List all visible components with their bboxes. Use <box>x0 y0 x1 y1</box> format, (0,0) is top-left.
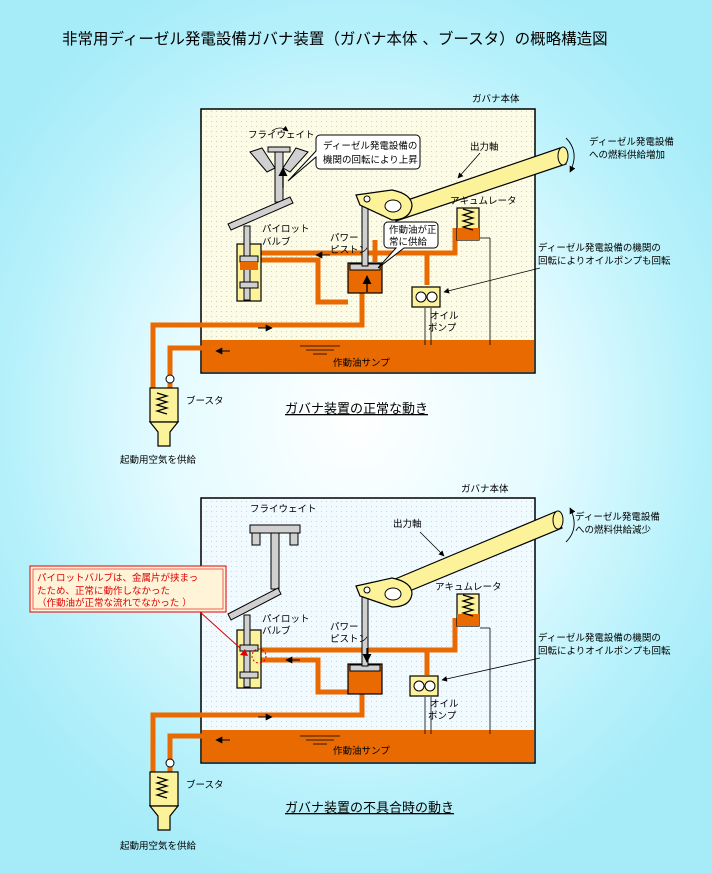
top-diagram: ガバナ本体 作動油サンプ <box>120 93 674 466</box>
power-piston-label-bottom-1: パワー <box>330 622 359 633</box>
oil-pump-label-top-2: ポンプ <box>428 323 457 334</box>
callout-rotation-top: ディーゼル発電設備の 機関の回転により上昇 <box>287 134 421 182</box>
callout-rotation-line-2: 機関の回転により上昇 <box>323 154 418 166</box>
oil-pipes-bottom <box>150 618 458 777</box>
diagram-title: 非常用ディーゼル発電設備ガバナ装置（ガバナ本体 、ブースタ）の概略構造図 <box>62 29 608 48</box>
metal-fragment <box>240 649 248 656</box>
air-label-bottom: 起動用空気を供給 <box>120 840 197 852</box>
bottom-diagram: ガバナ本体 作動油サンプ フライウェイト <box>29 483 671 852</box>
callout-oil-line-1: 作動油が正 <box>389 224 437 236</box>
oil-pump-top <box>411 286 441 308</box>
pump-note-bottom-2: 回転によりオイルポンプも回転 <box>538 646 671 657</box>
oil-sump-top <box>202 340 534 372</box>
fault-note-line-1: パイロットバルブは、金属片が挟まっ <box>37 572 198 584</box>
pilot-valve-label-bottom-1: パイロット <box>262 614 310 625</box>
flyweight-bottom <box>249 524 301 590</box>
oil-pump-bottom <box>409 675 439 697</box>
output-shaft-label-top: 出力軸 <box>470 141 499 153</box>
output-shaft-top <box>355 146 569 222</box>
fuel-label-bottom-2: への燃料供給減少 <box>575 524 652 536</box>
booster-top <box>148 374 180 447</box>
accumulator-bottom <box>456 593 480 627</box>
power-piston-bottom <box>347 589 383 695</box>
oil-sump-label-bottom: 作動油サンプ <box>333 745 390 757</box>
flyweight-label-bottom: フライウェイト <box>250 504 317 515</box>
fuel-label-top-2: への燃料供給増加 <box>589 149 665 161</box>
oil-pump-label-bottom-1: オイル <box>430 699 459 710</box>
lever-top <box>227 196 294 231</box>
pilot-valve-label-top-1: パイロット <box>262 224 310 235</box>
oil-pump-label-top-1: オイル <box>430 311 459 322</box>
lever-bottom <box>227 587 282 621</box>
governor-body-label-top: ガバナ本体 <box>472 93 520 105</box>
oil-pump-label-bottom-2: ポンプ <box>428 711 457 722</box>
flyweight-label-top: フライウェイト <box>248 130 315 141</box>
caption-top: ガバナ装置の正常な動き <box>285 402 428 417</box>
caption-bottom: ガバナ装置の不具合時の動き <box>285 801 454 816</box>
pilot-valve-fault-note: パイロットバルブは、金属片が挟まっ たため、正常に動作しなかった （作動油が正常… <box>29 565 227 613</box>
fuel-label-top-1: ディーゼル発電設備 <box>589 136 674 148</box>
booster-label-bottom: ブースタ <box>186 779 224 791</box>
accumulator-top <box>456 207 480 241</box>
oil-pipes-top <box>150 228 458 392</box>
pump-note-bottom-1: ディーゼル発電設備の機関の <box>538 632 661 644</box>
pilot-valve-label-top-2: バルブ <box>262 236 291 248</box>
accumulator-label-top: アキュムレータ <box>450 196 517 207</box>
pilot-valve-top <box>236 225 262 302</box>
pump-note-top-2: 回転によりオイルポンプも回転 <box>538 256 671 267</box>
output-shaft-label-bottom: 出力軸 <box>393 518 422 530</box>
power-piston-label-top-1: パワー <box>330 233 359 244</box>
callout-rotation-line-1: ディーゼル発電設備の <box>323 140 417 152</box>
oil-sump-bottom <box>202 730 534 762</box>
power-piston-label-bottom-2: ピストン <box>330 634 368 645</box>
air-label-top: 起動用空気を供給 <box>120 454 197 466</box>
booster-bottom <box>148 758 180 831</box>
pilot-valve-bottom <box>236 614 267 689</box>
fuel-label-bottom-1: ディーゼル発電設備 <box>575 511 660 523</box>
accumulator-label-bottom: アキュムレータ <box>435 582 502 593</box>
oil-sump-label-top: 作動油サンプ <box>333 357 390 369</box>
fault-note-line-3: （作動油が正常な流れでなかった ） <box>37 597 192 609</box>
output-shaft-bottom <box>355 510 564 608</box>
pump-note-top-1: ディーゼル発電設備の機関の <box>538 242 661 254</box>
governor-body-label-bottom: ガバナ本体 <box>461 483 509 495</box>
power-piston-label-top-2: ピストン <box>330 245 368 256</box>
pilot-valve-label-bottom-2: バルブ <box>262 625 291 637</box>
fault-note-line-2: たため、正常に動作しなかった <box>37 585 170 597</box>
booster-label-top: ブースタ <box>186 395 224 407</box>
callout-oil-top: 作動油が正 常に供給 <box>377 221 439 269</box>
callout-oil-line-2: 常に供給 <box>389 236 428 248</box>
